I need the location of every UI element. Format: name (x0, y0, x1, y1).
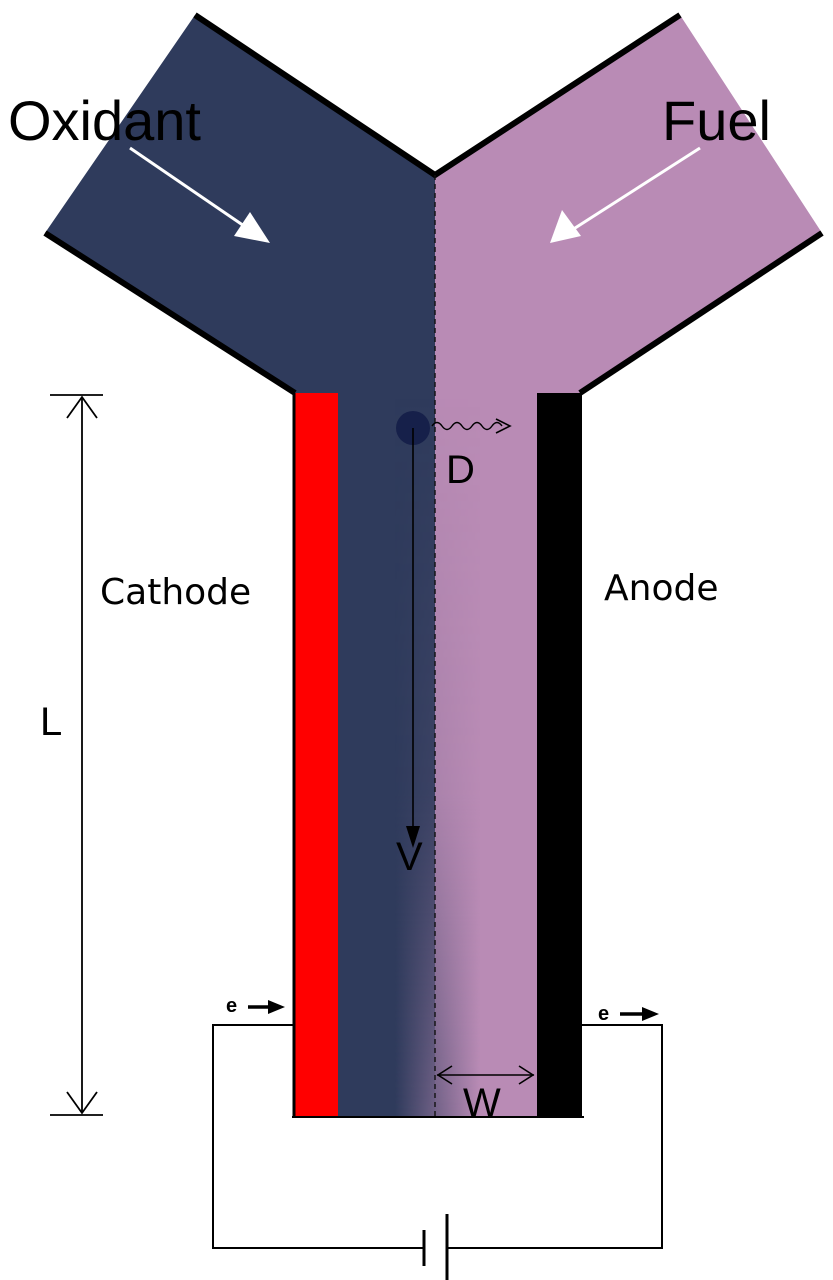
velocity-label: V (396, 835, 423, 879)
mixing-zone (395, 395, 480, 1117)
oxidant-label: Oxidant (8, 89, 201, 152)
electron-label-left: e (226, 995, 237, 1017)
electron-label-right: e (598, 1003, 609, 1025)
velocity-arrow (406, 428, 420, 848)
channel-wall-lower-right (578, 230, 824, 396)
channel-wall-lower-left (43, 230, 297, 396)
battery-symbol-icon (422, 1214, 449, 1280)
electron-flow-arrow-right-icon (620, 1007, 659, 1021)
fuel-inflow-arrow-icon (550, 146, 701, 243)
cathode-electrode (295, 393, 338, 1117)
fuel-stream (435, 15, 822, 1117)
external-circuit-right (447, 1024, 663, 1249)
fuel-label: Fuel (662, 89, 771, 152)
oxidant-stream (45, 15, 435, 1117)
anode-electrode (537, 393, 582, 1117)
width-dimension (436, 1065, 535, 1085)
diffusion-arrow (431, 418, 512, 434)
electron-flow-arrow-left-icon (248, 1000, 285, 1014)
length-label: L (40, 700, 62, 744)
diffusion-label: D (446, 448, 475, 492)
length-dimension (50, 394, 103, 1116)
oxidant-inflow-arrow-icon (129, 146, 270, 243)
anode-label: Anode (604, 568, 718, 609)
cathode-label: Cathode (100, 572, 251, 613)
width-label: W (463, 1081, 501, 1125)
external-circuit-left (212, 1024, 423, 1249)
